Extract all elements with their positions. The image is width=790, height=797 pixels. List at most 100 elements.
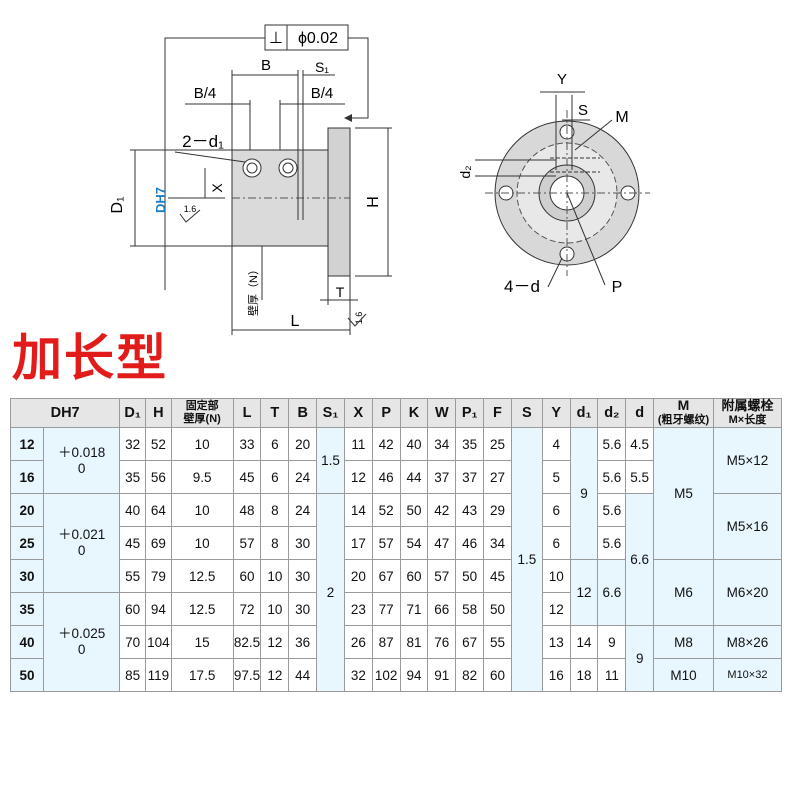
table-cell: 79 — [145, 559, 172, 593]
bolt-b: M5×16 — [712, 493, 783, 560]
table-cell: 5.6 — [597, 460, 627, 494]
header-S: S — [510, 398, 543, 428]
dh7-16: 16 — [10, 460, 44, 494]
table-cell: 14 — [569, 625, 599, 659]
table-cell: 91 — [427, 658, 457, 692]
table-cell: 44 — [399, 460, 429, 494]
roughness-mark: 1.6 — [184, 204, 197, 214]
header-M: M(粗牙螺纹) — [653, 398, 714, 428]
table-cell: 12 — [260, 658, 290, 692]
table-cell: 77 — [371, 592, 401, 626]
table-cell: 46 — [371, 460, 401, 494]
header-L: L — [232, 398, 262, 428]
table-cell: 13 — [541, 625, 571, 659]
table-cell: 36 — [288, 625, 318, 659]
table-cell: 35 — [455, 427, 485, 461]
table-cell: 67 — [455, 625, 485, 659]
header-d1: d₁ — [569, 398, 599, 428]
label-P: P — [612, 279, 623, 296]
table-cell: 12 — [260, 625, 290, 659]
table-cell: 11 — [597, 658, 627, 692]
header-F: F — [483, 398, 512, 428]
table-cell: 119 — [145, 658, 172, 692]
dh7-25: 25 — [10, 526, 44, 560]
front-view: Y S d₂ M 4－d P — [457, 71, 650, 296]
header-B: B — [288, 398, 318, 428]
table-cell: 94 — [145, 592, 172, 626]
table-cell: 9.5 — [170, 460, 234, 494]
table-cell: 6 — [541, 526, 571, 560]
table-cell: 14 — [343, 493, 373, 527]
label-hole-d1: 2－d₁ — [182, 132, 224, 151]
table-cell: 8 — [260, 526, 290, 560]
table-cell: 6 — [260, 460, 290, 494]
spec-table: DH7 D₁ H 固定部壁厚(N) L T B S₁ X P K W P₁ F … — [9, 398, 783, 692]
label-X: X — [209, 183, 225, 193]
table-cell: 17.5 — [170, 658, 234, 692]
table-cell: 20 — [288, 427, 318, 461]
table-cell: 87 — [371, 625, 401, 659]
table-cell: 104 — [145, 625, 172, 659]
header-X: X — [343, 398, 373, 428]
table-cell: 32 — [119, 427, 147, 461]
table-cell: 58 — [455, 592, 485, 626]
table-cell: 102 — [371, 658, 401, 692]
table-cell: 11 — [343, 427, 373, 461]
table-cell: 82.5 — [232, 625, 262, 659]
table-cell: 72 — [232, 592, 262, 626]
table-cell: 34 — [427, 427, 457, 461]
label-Y: Y — [557, 71, 567, 88]
table-cell: 56 — [145, 460, 172, 494]
table-cell: 30 — [288, 559, 318, 593]
table-cell: 45 — [483, 559, 512, 593]
table-cell: 12 — [541, 592, 571, 626]
table-cell: 54 — [399, 526, 429, 560]
M-merged-a: M5 — [653, 427, 714, 560]
table-cell: 5.6 — [597, 427, 627, 461]
table-cell: 27 — [483, 460, 512, 494]
d-merged-b: 9 — [625, 625, 655, 692]
table-cell: 5 — [541, 460, 571, 494]
table-cell: 46 — [455, 526, 485, 560]
bolt-a: M5×12 — [712, 427, 783, 494]
table-cell: 30 — [288, 592, 318, 626]
table-cell: 10 — [541, 559, 571, 593]
table-cell: 94 — [399, 658, 429, 692]
table-cell: 17 — [343, 526, 373, 560]
table-cell: 5.6 — [597, 526, 627, 560]
table-cell: 66 — [427, 592, 457, 626]
dh7-40: 40 — [10, 625, 44, 659]
table-cell: 5.6 — [597, 493, 627, 527]
table-cell: 12 — [343, 460, 373, 494]
table-cell: 26 — [343, 625, 373, 659]
table-cell: 29 — [483, 493, 512, 527]
technical-drawing: ⊥ ϕ0.02 B S₁ B/4 B/4 2－d₁ D₁ DH7 — [109, 24, 650, 335]
table-cell: 24 — [288, 460, 318, 494]
side-view: B S₁ B/4 B/4 2－d₁ D₁ DH7 X 1.6 H 壁厚（N） L… — [109, 57, 392, 335]
table-cell: 42 — [427, 493, 457, 527]
table-cell: 9 — [597, 625, 627, 659]
d1-merged-a: 9 — [569, 427, 599, 560]
label-M: M — [615, 109, 628, 126]
table-cell: 85 — [119, 658, 147, 692]
d-merged-a: 6.6 — [625, 493, 655, 626]
roughness-mark-2: 1.6 — [354, 312, 364, 325]
label-D1: D₁ — [109, 197, 126, 214]
label-B4-left: B/4 — [194, 85, 217, 102]
header-S1: S₁ — [316, 398, 345, 428]
table-cell: 37 — [455, 460, 485, 494]
S1-merged-a: 1.5 — [316, 427, 345, 494]
table-cell: 35 — [119, 460, 147, 494]
S1-merged-b: 2 — [316, 493, 345, 692]
table-cell: 52 — [145, 427, 172, 461]
table-cell: 30 — [288, 526, 318, 560]
